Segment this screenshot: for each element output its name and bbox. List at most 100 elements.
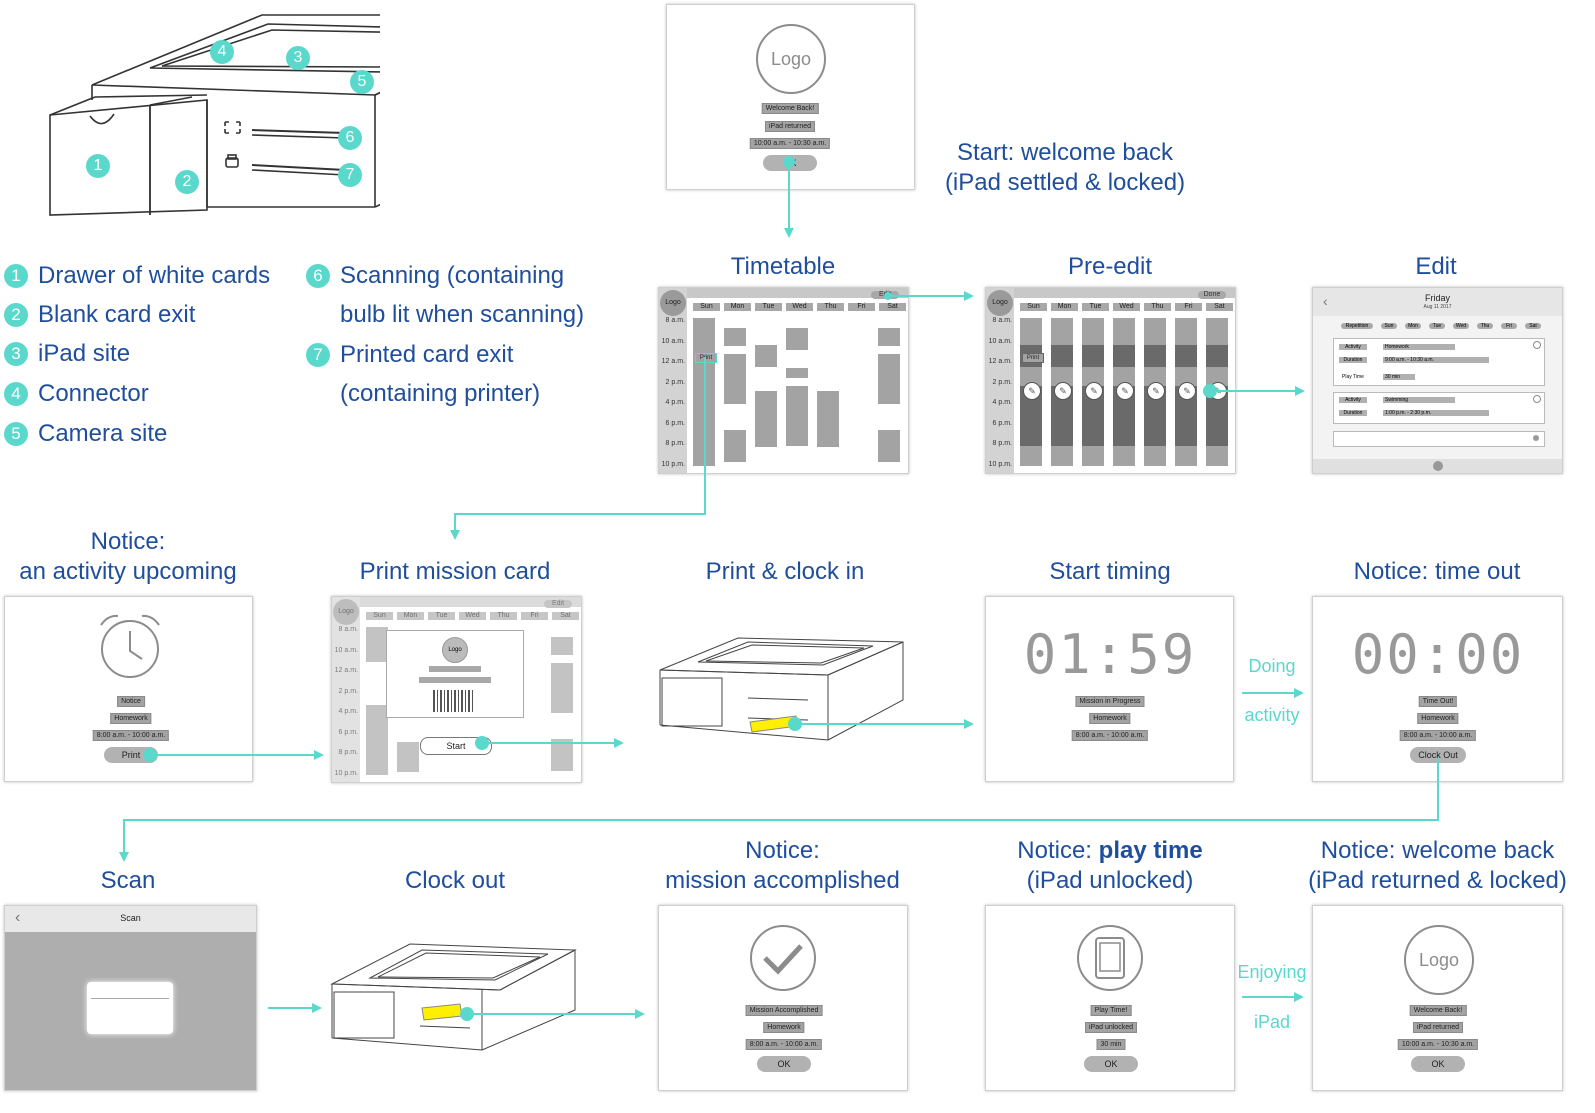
day-header-fri: Fri [848, 303, 875, 311]
edit-button[interactable]: Edit [544, 600, 572, 608]
edit-pencil-icon[interactable]: ✎ [1054, 382, 1072, 400]
remove-icon[interactable] [1533, 341, 1541, 349]
edit-pencil-icon[interactable]: ✎ [1209, 382, 1227, 400]
activity-block[interactable] [755, 345, 777, 367]
activity-block[interactable] [1051, 386, 1073, 446]
timetable-logo: Logo [660, 290, 686, 316]
remove-icon[interactable] [1533, 395, 1541, 403]
activity-block[interactable] [1113, 386, 1135, 446]
flow-label-enjoying: Enjoying [1237, 962, 1307, 982]
ok-button[interactable]: OK [763, 155, 817, 171]
activity-block[interactable] [878, 354, 900, 404]
activity-block[interactable] [878, 328, 900, 346]
activity-block[interactable] [693, 318, 715, 466]
confirm-check-icon[interactable] [1433, 461, 1443, 471]
back-chevron-icon[interactable]: ‹ [15, 909, 21, 926]
add-icon[interactable] [1533, 435, 1539, 441]
edit-header [1313, 288, 1562, 316]
flow-label-ipad: iPad [1253, 1012, 1291, 1032]
activity-block[interactable] [551, 637, 573, 655]
activity-block[interactable] [755, 391, 777, 447]
activity-block[interactable] [724, 354, 746, 404]
title-start: Start: welcome back(iPad settled & locke… [940, 138, 1190, 198]
start-button[interactable]: Start [420, 737, 492, 755]
activity-block[interactable] [1206, 386, 1228, 446]
print-tag[interactable]: Print [695, 353, 717, 363]
activity-block[interactable] [1206, 345, 1228, 367]
activity-block[interactable] [366, 705, 388, 775]
repetition-day-tue[interactable]: Tue [1429, 323, 1445, 329]
done-button[interactable]: Done [1198, 291, 1226, 299]
activity-block[interactable] [1082, 386, 1104, 446]
print-button[interactable]: Print [104, 747, 158, 763]
time-label: 12 a.m. [988, 358, 1012, 365]
timer-display: 00:00 [1351, 623, 1525, 686]
welcome-label: Welcome Back! [1409, 1005, 1467, 1016]
activity-block[interactable] [724, 328, 746, 346]
edit-pencil-icon[interactable]: ✎ [1023, 382, 1041, 400]
timetable-topbar [659, 288, 908, 298]
edit-pencil-icon[interactable]: ✎ [1116, 382, 1134, 400]
repetition-day-sun[interactable]: Sun [1381, 323, 1397, 329]
title-part-bold: play time [1098, 837, 1203, 864]
day-header-sun: Sun [1020, 303, 1047, 311]
playtime-label: Play Time [1342, 374, 1364, 380]
edit-pencil-icon[interactable]: ✎ [1178, 382, 1196, 400]
activity-block[interactable] [1051, 345, 1073, 367]
add-activity-bar[interactable] [1333, 431, 1545, 447]
edit-button[interactable]: Edit [871, 291, 899, 299]
repetition-day-fri[interactable]: Fri [1501, 323, 1517, 329]
day-header-tue: Tue [428, 612, 455, 620]
activity-block[interactable] [1144, 386, 1166, 446]
screen-notice-upcoming: Notice Homework 8:00 a.m. - 10:00 a.m. P… [4, 596, 253, 782]
repetition-day-sat[interactable]: Sat [1525, 323, 1541, 329]
legend-item-7-cont: (containing printer) [340, 380, 541, 407]
title-print-clock: Print & clock in [705, 558, 865, 585]
repetition-day-thu[interactable]: Thu [1477, 323, 1493, 329]
ok-button[interactable]: OK [757, 1056, 811, 1072]
activity-block[interactable] [1082, 345, 1104, 367]
title-notice-upcoming: Notice:an activity upcoming [0, 527, 256, 587]
day-header-fri: Fri [521, 612, 548, 620]
activity-block[interactable] [1113, 345, 1135, 367]
repetition-day-wed[interactable]: Wed [1453, 323, 1469, 329]
repetition-day-mon[interactable]: Mon [1405, 323, 1421, 329]
back-chevron-icon[interactable]: ‹ [1323, 293, 1328, 309]
activity-block[interactable] [724, 430, 746, 462]
activity-block[interactable] [1144, 345, 1166, 367]
print-tag[interactable]: Print [1022, 353, 1044, 363]
legend-number: 6 [306, 264, 330, 288]
edit-date: Aug 11 2017 [1423, 304, 1452, 310]
activity-block[interactable] [786, 328, 808, 350]
time-label: 8 a.m. [992, 317, 1012, 324]
edit-pencil-icon[interactable]: ✎ [1147, 382, 1165, 400]
title-play-time: Notice: play time(iPad unlocked) [985, 836, 1235, 896]
scan-title: Scan [120, 913, 141, 923]
device-marker-7: 7 [338, 163, 362, 187]
time-label: 8 a.m. [338, 626, 358, 633]
activity-block[interactable] [366, 627, 388, 662]
activity-block[interactable] [786, 368, 808, 378]
time-label: 12 a.m. [661, 358, 685, 365]
activity-block[interactable] [1175, 386, 1197, 446]
card-logo: Logo [442, 637, 468, 663]
time-label: 4 p.m. [992, 399, 1012, 406]
edit-pencil-icon[interactable]: ✎ [1085, 382, 1103, 400]
activity-block[interactable] [817, 391, 839, 447]
activity-block[interactable] [1020, 386, 1042, 446]
ok-button[interactable]: OK [1084, 1056, 1138, 1072]
activity-block[interactable] [551, 663, 573, 713]
time-label: 8 p.m. [665, 440, 685, 447]
time-label: 12 a.m. [334, 667, 358, 674]
time-label: 8 p.m. [992, 440, 1012, 447]
ok-button[interactable]: OK [1411, 1056, 1465, 1072]
activity-block[interactable] [1175, 345, 1197, 367]
activity-block[interactable] [786, 386, 808, 446]
clock-out-button[interactable]: Clock Out [1410, 747, 1466, 763]
activity-block[interactable] [878, 430, 900, 462]
duration-value: 1:00 p.m. - 2:30 p.m. [1383, 410, 1489, 416]
